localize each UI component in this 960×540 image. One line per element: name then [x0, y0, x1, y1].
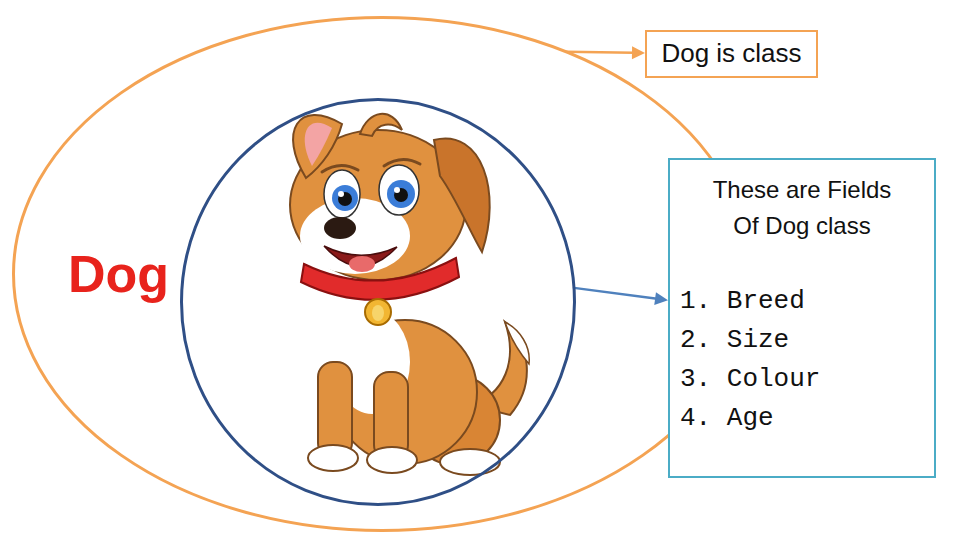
fields-heading: These are Fields Of Dog class — [702, 172, 902, 244]
object-circle-border — [182, 100, 575, 505]
connector-line — [574, 288, 657, 299]
class-ellipse: Dog — [12, 16, 752, 532]
object-circle — [180, 98, 576, 506]
dog-head-part — [379, 165, 419, 215]
dog-collar-part — [301, 258, 459, 300]
fields-pointer-arrow — [574, 288, 668, 305]
dog-legs-part — [318, 362, 352, 458]
dog-tail-part — [505, 322, 529, 364]
arrow-head — [632, 46, 645, 59]
callout-box: Dog is class — [645, 30, 818, 78]
dog-body — [333, 310, 500, 475]
field-item: 3. Colour — [680, 360, 820, 399]
arrow-head — [654, 292, 668, 305]
dog-head-part — [305, 123, 332, 166]
dog-legs-part — [367, 447, 417, 473]
object-circle-outline — [180, 98, 576, 506]
field-item: 2. Size — [680, 321, 789, 360]
dog-body-part — [440, 449, 500, 475]
dog-head-part — [293, 115, 342, 178]
fields-box: These are Fields Of Dog class 1. Breed2. … — [668, 158, 936, 478]
field-item: 4. Age — [680, 399, 774, 438]
dog-head-part — [394, 187, 400, 193]
dog-head — [290, 114, 490, 280]
dog-head-part — [324, 217, 356, 239]
class-name-label: Dog — [68, 243, 169, 305]
dog-collar — [301, 258, 459, 325]
dog-head-part — [338, 192, 352, 206]
dog-legs-part — [308, 445, 358, 471]
dog-head-part — [349, 256, 375, 272]
dog-collar-part — [372, 305, 384, 321]
dog-head-part — [434, 139, 490, 252]
class-ellipse-border — [14, 18, 751, 531]
dog-head-part — [394, 188, 408, 202]
dog-collar-part — [365, 299, 391, 325]
dog-head-part — [332, 185, 358, 211]
dog-head-part — [387, 180, 415, 208]
dog-head-part — [360, 114, 402, 136]
dog-legs — [308, 362, 417, 473]
field-item: 1. Breed — [680, 282, 805, 321]
dog-head-part — [324, 170, 360, 218]
callout-text: Dog is class — [661, 38, 801, 69]
dog-head-part — [338, 191, 344, 197]
connector-line — [566, 51, 634, 54]
